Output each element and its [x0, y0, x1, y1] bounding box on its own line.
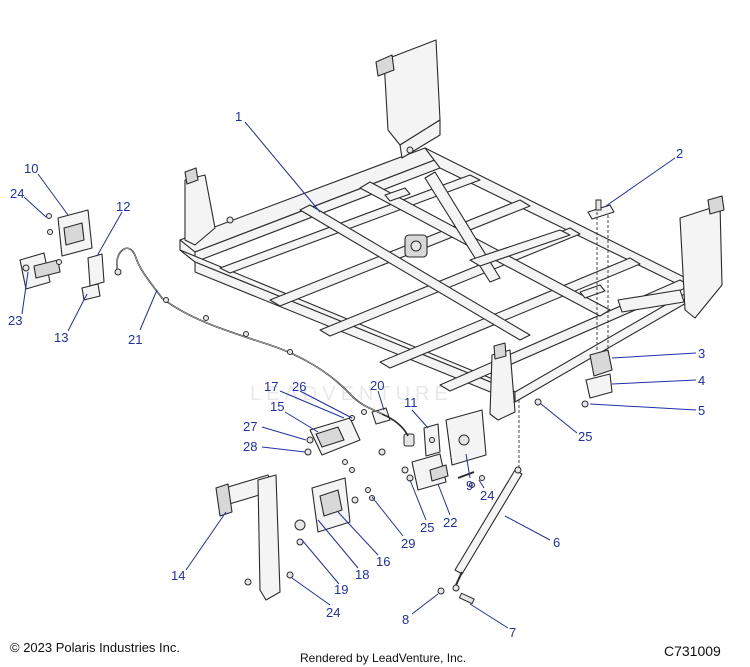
callout-24-c[interactable]: 24	[326, 605, 340, 620]
front-left-post	[184, 167, 234, 246]
bracket-11	[423, 423, 441, 457]
callout-28[interactable]: 28	[243, 439, 257, 454]
rear-right-post	[617, 195, 725, 319]
latch-16	[311, 477, 359, 533]
callout-6[interactable]: 6	[553, 535, 560, 550]
latch-bracket-15	[309, 417, 361, 456]
callout-2[interactable]: 2	[676, 146, 683, 161]
callout-13[interactable]: 13	[54, 330, 68, 345]
callout-24-a[interactable]: 24	[10, 186, 24, 201]
leader-lines	[21, 121, 697, 629]
hardware-18-19	[286, 519, 306, 579]
gas-strut-6	[452, 466, 523, 592]
callout-9[interactable]: 9	[466, 478, 473, 493]
callout-23[interactable]: 23	[8, 313, 22, 328]
callout-labels: 1 2 3 4 5 6 7 8 9 10 11 12 13 14 15 16 1…	[8, 109, 705, 640]
callout-7[interactable]: 7	[509, 625, 516, 640]
hinge-bracket-10	[57, 209, 93, 257]
rear-left-post	[375, 39, 441, 159]
callout-12[interactable]: 12	[116, 199, 130, 214]
callout-14[interactable]: 14	[171, 568, 185, 583]
release-cable-21	[114, 247, 409, 437]
callout-11[interactable]: 11	[404, 395, 418, 410]
callout-27[interactable]: 27	[243, 419, 257, 434]
handle-22	[411, 453, 449, 491]
callout-16[interactable]: 16	[376, 554, 390, 569]
callout-10[interactable]: 10	[24, 161, 38, 176]
bracket-12	[87, 253, 105, 287]
rendered-by-text: Rendered by LeadVenture, Inc.	[300, 651, 467, 665]
callout-25-a[interactable]: 25	[578, 429, 592, 444]
callout-5[interactable]: 5	[698, 403, 705, 418]
callout-19[interactable]: 19	[334, 582, 348, 597]
handle-23	[19, 252, 61, 290]
cargo-bed-frame	[179, 147, 701, 403]
callout-17[interactable]: 17	[264, 379, 278, 394]
callout-22[interactable]: 22	[443, 515, 457, 530]
callout-15[interactable]: 15	[270, 399, 284, 414]
cable-connector-20	[371, 407, 415, 447]
callout-29[interactable]: 29	[401, 536, 415, 551]
callout-20[interactable]: 20	[370, 378, 384, 393]
latch-bracket-2	[587, 199, 615, 220]
latch-assembly-3-4-5	[581, 349, 613, 408]
callout-18[interactable]: 18	[355, 567, 369, 582]
hardware-17-26	[349, 409, 367, 421]
callout-25-b[interactable]: 25	[420, 520, 434, 535]
callout-1[interactable]: 1	[235, 109, 242, 124]
callout-8[interactable]: 8	[402, 612, 409, 627]
callout-26[interactable]: 26	[292, 379, 306, 394]
front-right-post	[489, 342, 516, 421]
callout-4[interactable]: 4	[698, 373, 705, 388]
callout-3[interactable]: 3	[698, 346, 705, 361]
diagram-code: C731009	[664, 643, 721, 659]
copyright-text: © 2023 Polaris Industries Inc.	[10, 640, 180, 655]
callout-24-b[interactable]: 24	[480, 488, 494, 503]
latch-plate-9	[445, 409, 487, 479]
bracket-14	[215, 474, 281, 601]
hardware-fasteners	[46, 213, 542, 501]
callout-21[interactable]: 21	[128, 332, 142, 347]
strut-pin-7-8	[437, 587, 475, 605]
